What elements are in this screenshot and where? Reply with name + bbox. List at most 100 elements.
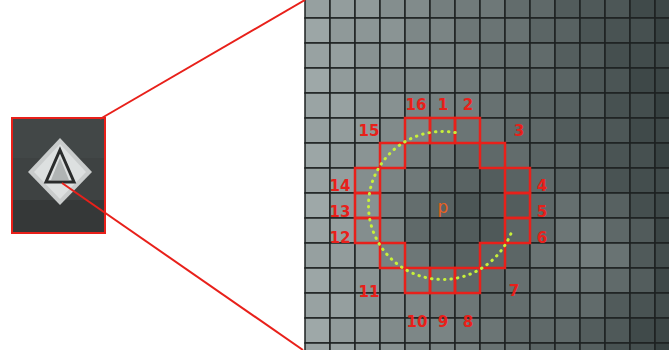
pixel-cell	[630, 168, 655, 193]
pixel-cell	[555, 318, 580, 343]
pixel-cell	[655, 318, 669, 343]
callout-number: 6	[537, 231, 547, 246]
pixel-cell	[655, 243, 669, 268]
pixel-cell	[480, 168, 505, 193]
callout-number: 8	[463, 315, 473, 330]
pixel-cell	[380, 43, 405, 68]
pixel-cell	[605, 293, 630, 318]
pixel-cell	[480, 93, 505, 118]
pixel-cell	[655, 168, 669, 193]
pixel-cell	[455, 0, 480, 18]
pixel-cell	[655, 218, 669, 243]
pixel-cell	[530, 68, 555, 93]
pixel-cell	[330, 318, 355, 343]
circle-pixel	[505, 168, 530, 193]
pixel-cell	[380, 293, 405, 318]
pixel-cell	[455, 93, 480, 118]
pixel-cell	[405, 18, 430, 43]
pixel-cell	[480, 143, 505, 168]
pixel-cell	[655, 0, 669, 18]
pixel-cell	[530, 343, 555, 350]
pixel-cell	[305, 268, 330, 293]
pixel-cell	[355, 93, 380, 118]
pixel-cell	[405, 0, 430, 18]
pixel-cell	[430, 0, 455, 18]
pixel-cell	[655, 143, 669, 168]
pixel-cell	[655, 293, 669, 318]
pixel-cell	[405, 218, 430, 243]
pixel-cell	[405, 343, 430, 350]
pixel-cell	[630, 43, 655, 68]
pixel-cell	[655, 43, 669, 68]
pixel-cell	[605, 318, 630, 343]
pixel-cell	[380, 0, 405, 18]
pixel-cell	[530, 18, 555, 43]
pixel-cell	[555, 93, 580, 118]
pixel-cell	[530, 268, 555, 293]
pixel-cell	[355, 18, 380, 43]
photo-thumbnail	[12, 118, 105, 233]
pixel-cell	[455, 18, 480, 43]
pixel-cell	[605, 118, 630, 143]
pixel-cell	[580, 143, 605, 168]
circle-pixel	[505, 193, 530, 218]
pixel-cell	[580, 93, 605, 118]
pixel-cell	[380, 218, 405, 243]
circle-pixel	[380, 143, 405, 168]
pixel-cell	[530, 43, 555, 68]
pixel-cell	[530, 93, 555, 118]
pixel-cell	[605, 343, 630, 350]
pixel-cell	[505, 118, 530, 143]
pixel-cell	[455, 218, 480, 243]
pixel-cell	[530, 168, 555, 193]
pixel-cell	[630, 343, 655, 350]
pixel-cell	[455, 43, 480, 68]
pixel-cell	[330, 93, 355, 118]
pixel-cell	[355, 68, 380, 93]
callout-number: 7	[509, 284, 519, 299]
callout-number: 2	[463, 98, 473, 113]
pixel-cell	[655, 268, 669, 293]
callout-number: 16	[406, 98, 427, 113]
pixel-cell	[530, 318, 555, 343]
pixel-cell	[505, 243, 530, 268]
callout-number: 11	[359, 285, 380, 300]
zoom-line	[100, 0, 305, 119]
pixel-cell	[405, 143, 430, 168]
pixel-cell	[530, 243, 555, 268]
pixel-cell	[605, 168, 630, 193]
pixel-cell	[405, 243, 430, 268]
pixel-cell	[580, 318, 605, 343]
pixel-cell	[655, 68, 669, 93]
pixel-cell	[380, 268, 405, 293]
pixel-cell	[380, 343, 405, 350]
pixel-cell	[480, 18, 505, 43]
pixel-cell	[430, 268, 455, 293]
pixel-cell	[505, 343, 530, 350]
pixel-cell	[605, 93, 630, 118]
pixel-cell	[330, 343, 355, 350]
pixel-cell	[630, 18, 655, 43]
callout-number: 5	[537, 205, 547, 220]
callout-number: 13	[330, 205, 351, 220]
pixel-cell	[655, 343, 669, 350]
pixel-cell	[555, 68, 580, 93]
pixel-cell	[580, 68, 605, 93]
pixel-cell	[580, 18, 605, 43]
pixel-cell	[580, 43, 605, 68]
pixel-cell	[480, 68, 505, 93]
pixel-cell	[355, 318, 380, 343]
pixel-cell	[330, 68, 355, 93]
pixel-cell	[430, 93, 455, 118]
pixel-cell	[405, 118, 430, 143]
pixel-cell	[580, 168, 605, 193]
pixel-cell	[505, 193, 530, 218]
pixel-cell	[480, 293, 505, 318]
pixel-cell	[555, 143, 580, 168]
pixel-cell	[330, 293, 355, 318]
callout-number: 3	[514, 124, 524, 139]
pixel-cell	[655, 118, 669, 143]
pixel-cell	[580, 193, 605, 218]
pixel-cell	[605, 193, 630, 218]
